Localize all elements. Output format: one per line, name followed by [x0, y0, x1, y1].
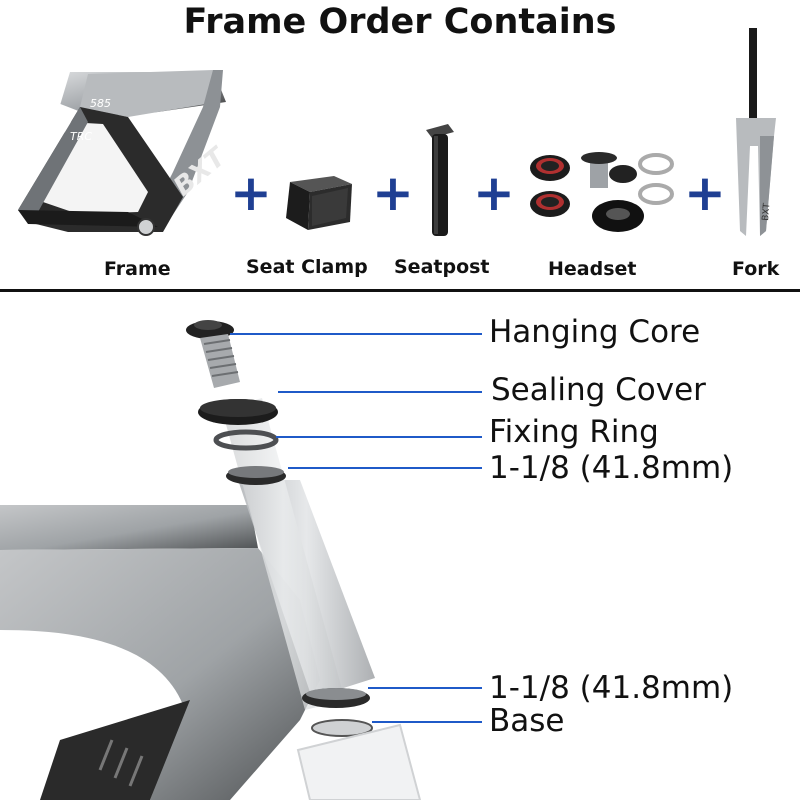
callout-lower-bearing-size: 1-1/8 (41.8mm): [489, 670, 734, 706]
callout-base: Base: [489, 703, 565, 739]
fork-brand-text: BXT: [761, 202, 773, 221]
headset-image: [530, 152, 674, 232]
callout-upper-bearing-size: 1-1/8 (41.8mm): [489, 450, 734, 486]
frame-small-text: TRC: [70, 130, 92, 143]
callout-hanging-core: Hanging Core: [489, 314, 701, 350]
callout-sealing-cover: Sealing Cover: [491, 372, 706, 408]
frame-image: BXT TRC 585: [18, 70, 230, 236]
product-label-frame: Frame: [104, 258, 171, 280]
plus-sign: +: [372, 164, 414, 222]
frame-size-text: 585: [90, 97, 111, 110]
seatpost-image: [426, 124, 454, 236]
product-label-fork: Fork: [732, 258, 780, 280]
section-divider: [0, 289, 800, 292]
plus-sign: +: [684, 164, 726, 222]
head-tube-diagram: [0, 320, 422, 800]
product-label-seat-clamp: Seat Clamp: [246, 256, 368, 278]
callout-fixing-ring: Fixing Ring: [489, 414, 659, 450]
product-label-seatpost: Seatpost: [394, 256, 490, 278]
plus-sign: +: [230, 164, 272, 222]
fork-image: BXT: [736, 28, 776, 236]
page-title: Frame Order Contains: [183, 2, 617, 42]
plus-sign: +: [473, 164, 515, 222]
product-label-headset: Headset: [548, 258, 637, 280]
seat-clamp-image: [286, 176, 352, 230]
